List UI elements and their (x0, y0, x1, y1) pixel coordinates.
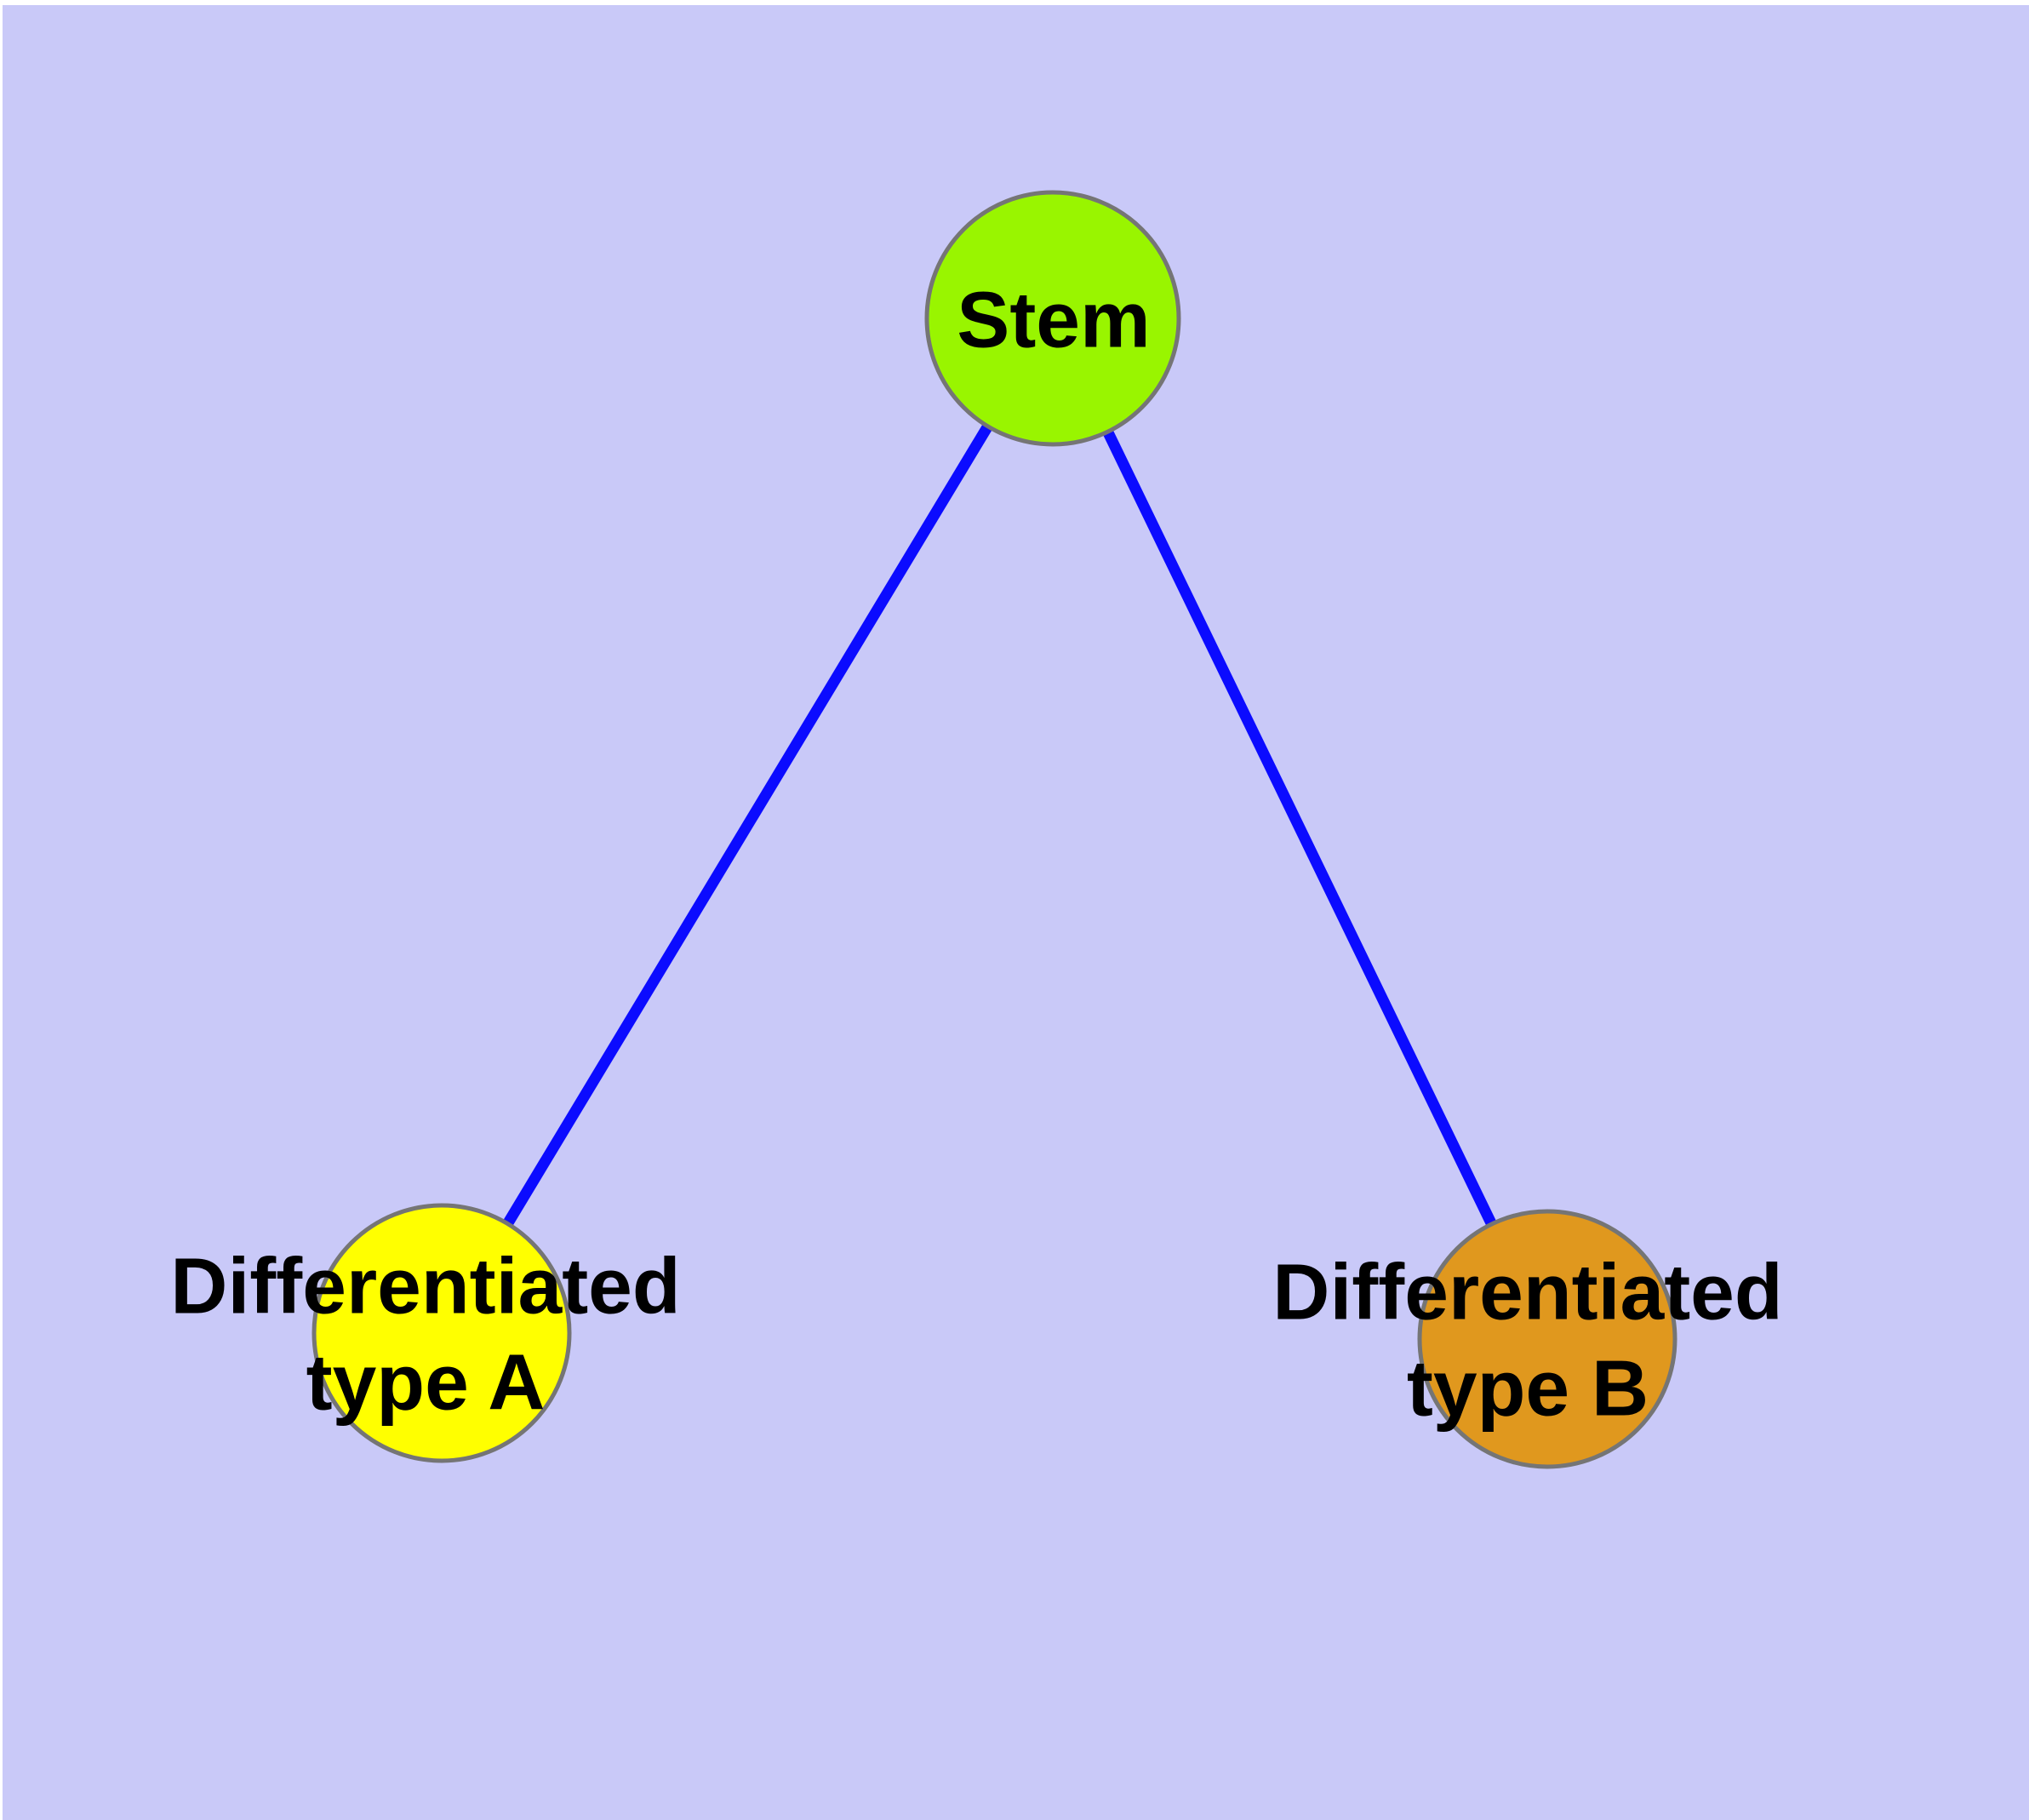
node-type-a-label-line2: type A (306, 1338, 546, 1427)
node-type-a-label: Differentiated type A (170, 1239, 680, 1432)
edge-stem-to-type-b (1048, 316, 1552, 1342)
node-type-b-label: Differentiated type B (1272, 1245, 1782, 1438)
edge-stem-to-type-a (437, 315, 1058, 1336)
node-type-b-label-line1: Differentiated (1272, 1247, 1783, 1336)
node-type-a-label-line1: Differentiated (170, 1241, 681, 1331)
node-stem-circle (924, 190, 1181, 447)
node-type-b-circle (1417, 1209, 1677, 1469)
node-type-a-circle (311, 1203, 572, 1463)
node-type-b-label-line2: type B (1406, 1344, 1649, 1433)
node-stem-label: Stem (957, 275, 1151, 364)
